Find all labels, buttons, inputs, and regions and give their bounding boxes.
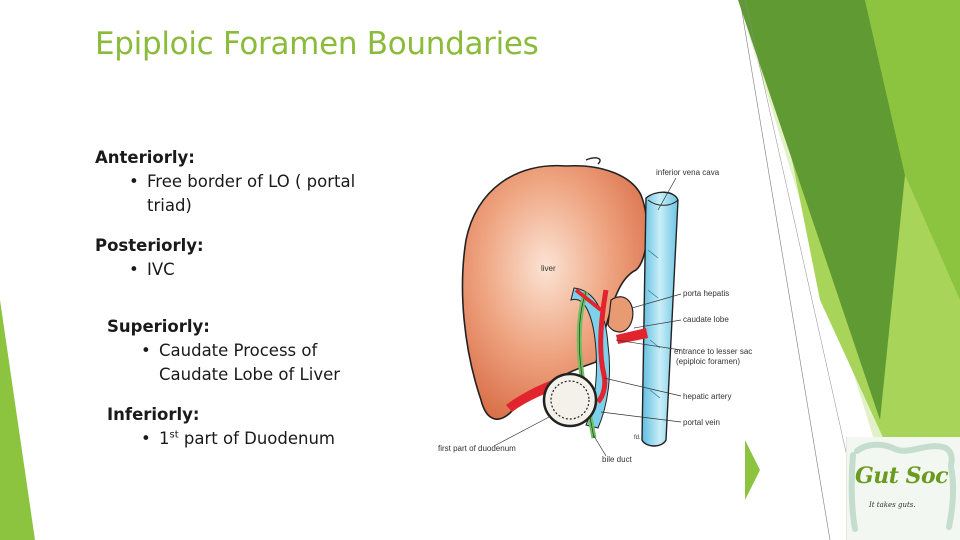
- boundary-item: • IVC: [121, 258, 415, 282]
- label-porta-hepatis: porta hepatis: [683, 289, 729, 298]
- boundary-item: • Free border of LO ( portal triad): [129, 172, 356, 215]
- left-green-triangle: [0, 300, 35, 540]
- divider-line: [739, 0, 831, 540]
- ivc-shape: [641, 191, 679, 447]
- caudate-lobe-shape: [607, 296, 634, 333]
- logo-tagline: It takes guts.: [869, 501, 916, 509]
- boundary-heading: Superiorly:: [107, 317, 210, 336]
- boundary-posteriorly: Posteriorly: • IVC: [95, 234, 415, 282]
- small-green-triangle: [745, 440, 760, 500]
- label-bile-duct: bile duct: [602, 455, 633, 464]
- right-mid-green-band: [865, 0, 960, 300]
- label-first-part-duodenum: first part of duodenum: [438, 444, 516, 453]
- boundary-item: • Caudate Process of Caudate Lobe of Liv…: [141, 341, 341, 384]
- bullet-icon: •: [141, 429, 151, 448]
- logo-title: Gut Soc: [855, 463, 949, 489]
- bullet-icon: •: [141, 341, 151, 360]
- boundary-anteriorly: Anteriorly: • Free border of LO ( portal…: [95, 146, 415, 218]
- label-epiploic-foramen: (epiploic foramen): [676, 357, 740, 366]
- bullet-icon: •: [129, 172, 139, 191]
- label-liver: liver: [541, 264, 556, 273]
- right-dark-green-band: [738, 0, 905, 420]
- boundary-heading: Anteriorly:: [95, 148, 195, 167]
- slide-title: Epiploic Foramen Boundaries: [95, 26, 539, 62]
- hepatic-artery-shape: [596, 289, 609, 404]
- boundary-inferiorly: Inferiorly: • 1st part of Duodenum: [107, 403, 427, 451]
- label-caudate-lobe: caudate lobe: [683, 315, 729, 324]
- bullet-icon: •: [129, 260, 139, 279]
- label-hepatic-artery: hepatic artery: [683, 392, 731, 401]
- epiploic-foramen-diagram: inferior vena cava liver porta hepatis c…: [438, 157, 752, 464]
- artist-signature: fd.: [634, 435, 641, 441]
- label-inferior-vena-cava: inferior vena cava: [656, 168, 720, 177]
- gut-soc-logo: Gut Soc It takes guts.: [846, 437, 960, 540]
- label-portal-vein: portal vein: [683, 418, 720, 427]
- boundary-heading: Posteriorly:: [95, 236, 204, 255]
- intestine-icon: [848, 441, 957, 532]
- boundary-heading: Inferiorly:: [107, 405, 200, 424]
- duodenum-shape: [542, 372, 598, 428]
- label-entrance-lesser-sac: entrance to lesser sac: [674, 347, 752, 356]
- boundary-item: • 1st part of Duodenum: [133, 427, 427, 451]
- boundary-superiorly: Superiorly: • Caudate Process of Caudate…: [107, 315, 427, 387]
